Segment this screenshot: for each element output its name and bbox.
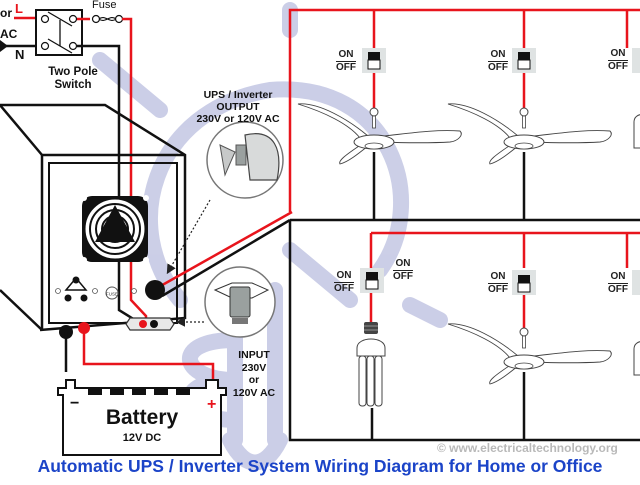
ceiling-fan-icon: [447, 103, 612, 165]
neutral-label: N: [15, 47, 25, 62]
wall-switch[interactable]: [632, 48, 640, 73]
output-label-line2: OUTPUT: [216, 100, 260, 113]
off-text: OFF: [336, 62, 356, 73]
output-label-line1: UPS / Inverter: [203, 89, 273, 101]
off-text: OFF: [608, 284, 628, 295]
on-text: ON: [334, 271, 354, 283]
wall-switch[interactable]: [632, 270, 640, 295]
on-text: ON: [336, 50, 356, 62]
on-text: ON: [488, 272, 508, 284]
live-label: L: [15, 1, 23, 16]
battery-positive-symbol: +: [207, 396, 216, 413]
ceiling-fan-icon: [447, 323, 612, 385]
wall-switch[interactable]: [362, 48, 386, 73]
input-socket-magnifier: [175, 266, 276, 338]
off-text: OFF: [608, 61, 628, 72]
input-label-line2: 230V: [241, 361, 267, 374]
ups-output-socket: FUSE: [55, 276, 137, 302]
top-load-circuit: [288, 8, 640, 222]
mains-source-label-1: or: [0, 6, 12, 20]
output-label-line3: 230V or 120V AC: [196, 112, 280, 125]
switch-label-line2: Switch: [54, 78, 92, 91]
input-label-line1: INPUT: [238, 349, 270, 361]
arrow-icon: [0, 40, 8, 52]
copyright-watermark: © www.electricaltechnology.org: [437, 441, 618, 455]
ups-input-socket: [125, 317, 175, 331]
wall-switch[interactable]: [512, 270, 536, 295]
two-pole-switch[interactable]: [35, 9, 83, 56]
bottom-load-circuit: [288, 220, 640, 442]
on-text: ON: [393, 259, 413, 271]
live-wire-mains: [122, 17, 148, 326]
cfl-bulb-icon: [356, 322, 386, 407]
two-pole-switch-label: Two Pole Switch: [40, 66, 106, 92]
on-text: ON: [488, 50, 508, 62]
battery-voltage: 12V DC: [122, 432, 162, 444]
on-text: ON: [608, 49, 628, 61]
wall-switch[interactable]: [360, 268, 384, 293]
battery-icon: − +: [57, 379, 227, 456]
input-label-line3: or: [248, 374, 260, 387]
off-text: OFF: [393, 271, 413, 282]
cfl-bulb-icon: [633, 114, 640, 149]
ups-output-terminal: [145, 210, 293, 300]
ceiling-fan-icon: [297, 103, 462, 165]
fuse-icon: [77, 14, 124, 24]
fuse-label: FUSE: [106, 292, 118, 297]
battery-label: Battery: [105, 406, 179, 429]
off-text: OFF: [488, 62, 508, 73]
input-label-line4: 120V AC: [232, 386, 276, 399]
on-text: ON: [608, 272, 628, 284]
diagram-title: Automatic UPS / Inverter System Wiring D…: [37, 456, 603, 476]
output-plug-magnifier: [166, 121, 284, 275]
wall-switch[interactable]: [512, 48, 536, 73]
ups-inverter-unit: [0, 103, 187, 332]
cooling-fan-icon: [81, 195, 149, 263]
cfl-bulb-icon: [633, 341, 640, 376]
mains-source-label-2: AC: [0, 27, 18, 41]
off-text: OFF: [334, 283, 354, 294]
ups-output-label: UPS / Inverter OUTPUT 230V or 120V AC: [190, 89, 286, 125]
battery-negative-symbol: −: [70, 395, 79, 412]
fuse-caption: Fuse: [92, 0, 117, 11]
ups-input-label: INPUT 230V or 120V AC: [226, 349, 282, 399]
off-text: OFF: [488, 284, 508, 295]
switch-label-line1: Two Pole: [48, 66, 98, 78]
